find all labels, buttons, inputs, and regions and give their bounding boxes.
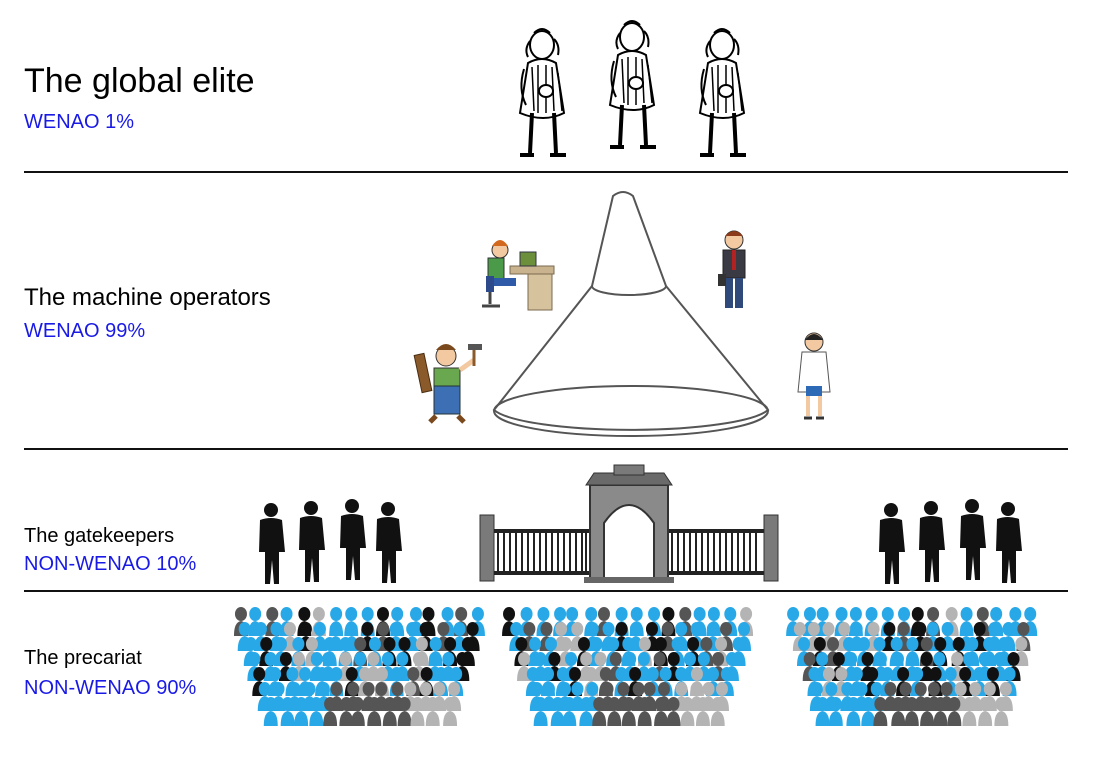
suited-silhouette-icon	[960, 499, 986, 580]
crowd-person-icon	[873, 697, 888, 726]
crowd-person-icon	[680, 697, 695, 726]
crowd-person-icon	[861, 697, 876, 726]
crowd-person-icon	[280, 697, 295, 726]
carpenter-icon	[413, 344, 482, 424]
crowd-person-icon	[263, 697, 278, 726]
funnel-machine-icon	[492, 191, 770, 437]
gatekeepers-group-right	[879, 499, 1022, 584]
suited-silhouette-icon	[259, 503, 285, 584]
tier-precariat-title: The precariat	[24, 647, 142, 669]
crowd-person-icon	[920, 697, 935, 726]
crowd-person-icon	[891, 697, 906, 726]
doctor-icon	[797, 332, 831, 420]
crowd-person-icon	[919, 652, 934, 681]
suited-silhouette-icon	[340, 499, 366, 580]
tier-divider	[24, 171, 1068, 173]
crowd-person-icon	[397, 697, 412, 726]
crowd-person-icon	[533, 697, 548, 726]
crowd-person-icon	[592, 697, 607, 726]
crowd-person-icon	[309, 697, 324, 726]
crowd-person-icon	[367, 697, 382, 726]
suited-silhouette-icon	[376, 502, 402, 583]
suited-silhouette-icon	[299, 501, 325, 582]
crowd-person-icon	[666, 697, 681, 726]
crowd-person-icon	[637, 697, 652, 726]
crowd-person-icon	[962, 697, 977, 726]
gate-icon	[479, 464, 779, 583]
crowd-person-icon	[425, 697, 440, 726]
suited-silhouette-icon	[879, 503, 905, 584]
tier-precariat-subtitle: NON-WENAO 90%	[24, 677, 197, 699]
crowd-person-icon	[621, 697, 636, 726]
crowd-person-icon	[517, 652, 532, 681]
elite-figure-icon	[698, 27, 748, 157]
crowd-person-icon	[846, 697, 861, 726]
tier-operators-subtitle: WENAO 99%	[24, 320, 146, 342]
suited-silhouette-icon	[919, 501, 945, 582]
tier-elite-title: The global elite	[24, 62, 255, 100]
crowd-person-icon	[294, 697, 309, 726]
gatekeepers-group-left	[259, 499, 402, 584]
crowd-person-icon	[443, 697, 458, 726]
businessman-icon	[718, 230, 746, 308]
crowd-person-icon	[579, 697, 594, 726]
crowd-person-icon	[710, 697, 725, 726]
crowd-person-icon	[607, 697, 622, 726]
crowd-person-icon	[350, 697, 365, 726]
crowd-person-icon	[815, 697, 830, 726]
crowd-icon	[786, 607, 1038, 726]
crowd-person-icon	[994, 697, 1009, 726]
crowd-person-icon	[933, 697, 948, 726]
tier-gatekeepers-title: The gatekeepers	[24, 525, 175, 547]
crowd-person-icon	[904, 697, 919, 726]
crowd-person-icon	[654, 697, 669, 726]
tier-divider	[24, 448, 1068, 450]
crowd-person-icon	[550, 697, 565, 726]
crowd-person-icon	[695, 697, 710, 726]
suited-silhouette-icon	[996, 502, 1022, 583]
crowd-person-icon	[339, 697, 354, 726]
crowd-person-icon	[562, 697, 577, 726]
elite-figure-icon	[518, 27, 568, 157]
office-worker-icon	[482, 240, 555, 311]
elite-figure-icon	[608, 19, 658, 149]
crowd-icon	[502, 607, 754, 726]
tier-divider	[24, 590, 1068, 592]
elite-figures	[518, 19, 748, 157]
tier-elite-subtitle: WENAO 1%	[24, 111, 135, 133]
crowd-person-icon	[636, 652, 651, 681]
crowd-person-icon	[947, 697, 962, 726]
crowd-person-icon	[323, 697, 338, 726]
crowd-person-icon	[828, 697, 843, 726]
tier-operators-title: The machine operators	[24, 284, 271, 311]
crowd-person-icon	[410, 697, 425, 726]
crowd-icon	[233, 607, 485, 726]
crowd-person-icon	[382, 697, 397, 726]
tier-gatekeepers-subtitle: NON-WENAO 10%	[24, 553, 197, 575]
crowd-person-icon	[978, 697, 993, 726]
